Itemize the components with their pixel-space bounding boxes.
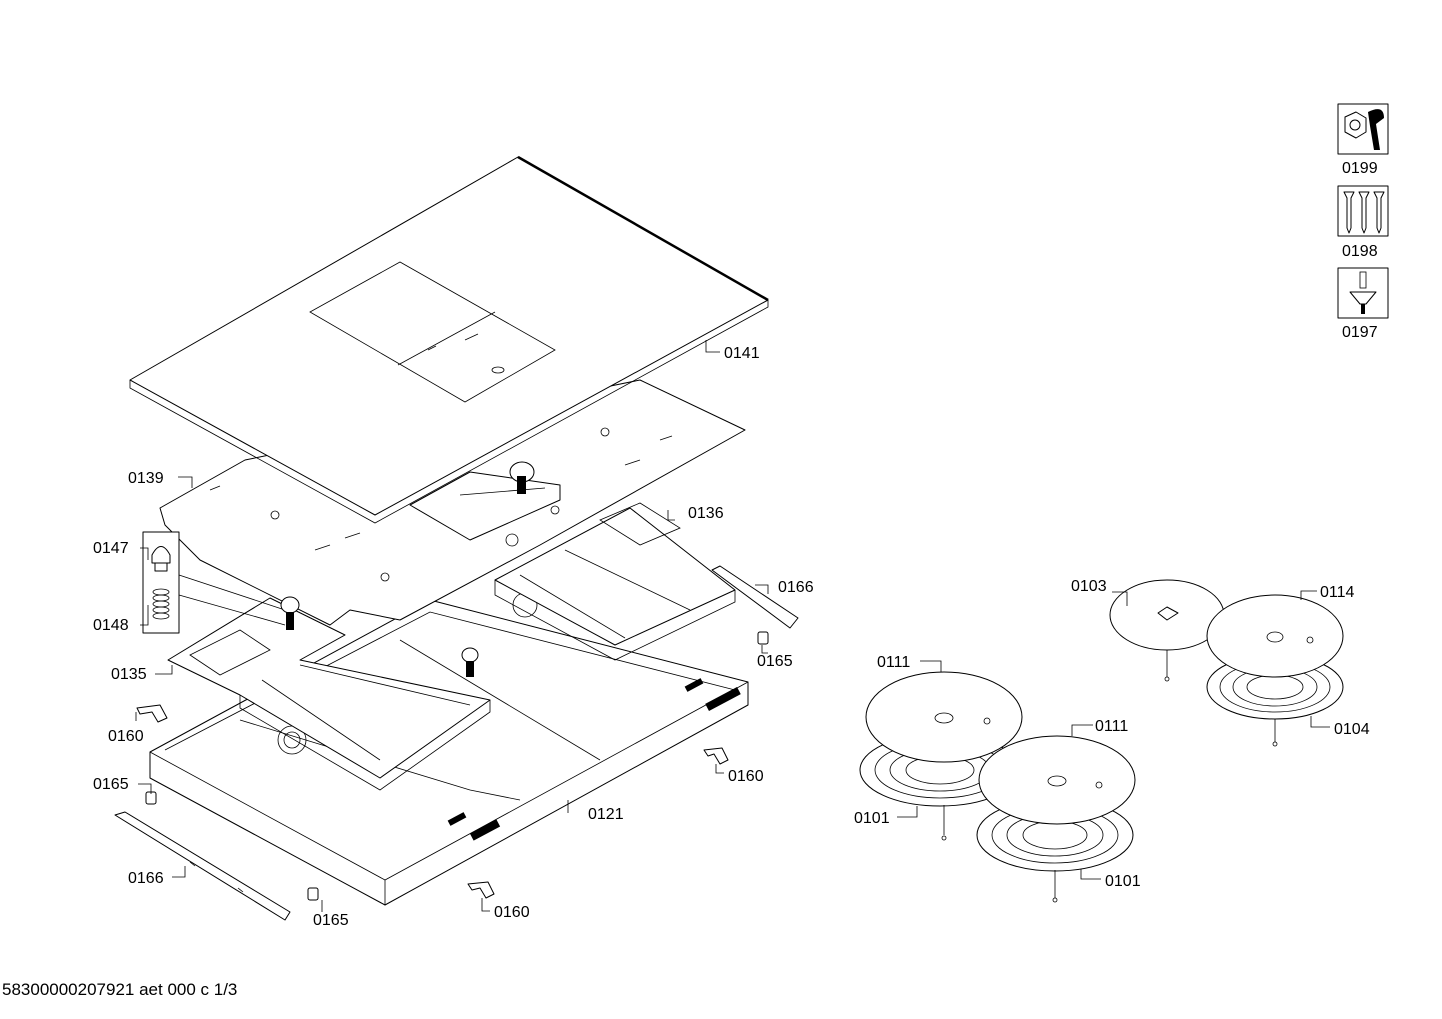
label-0135: 0135 [111, 666, 147, 683]
label-0101-right: 0101 [1105, 873, 1141, 890]
label-0139: 0139 [128, 470, 164, 487]
label-0160-right: 0160 [728, 768, 764, 785]
label-0141: 0141 [724, 345, 760, 362]
spring [152, 588, 170, 620]
glass-ceramic-top [129, 155, 769, 524]
label-0165-left: 0165 [93, 776, 129, 793]
label-0166-right: 0166 [778, 579, 814, 596]
small-clips [136, 631, 769, 901]
power-module-left [167, 597, 491, 791]
label-0160-bottom: 0160 [494, 904, 530, 921]
label-0198: 0198 [1342, 243, 1378, 260]
label-0121: 0121 [588, 806, 624, 823]
document-footer-code: 58300000207921 aet 000 c 1/3 [2, 980, 238, 999]
nut-wrench-icon [1344, 109, 1384, 150]
cover-plate-0114 [1206, 594, 1344, 678]
screws-icon [1343, 191, 1385, 234]
vent-slots [447, 678, 741, 841]
label-0165-right: 0165 [757, 653, 793, 670]
side-rail-left [114, 811, 291, 921]
label-0114: 0114 [1320, 584, 1355, 601]
screwdriver-icon [1349, 271, 1377, 314]
side-rail-right [711, 565, 799, 629]
power-module-right [494, 502, 736, 661]
label-0166-left: 0166 [128, 870, 164, 887]
leader-lines [135, 340, 1330, 912]
accessory-0199: 0199 [1337, 103, 1389, 177]
accessory-0198: 0198 [1337, 185, 1389, 260]
label-0136: 0136 [688, 505, 724, 522]
fan-unit [409, 461, 561, 541]
label-0111-left: 0111 [877, 654, 910, 671]
label-0103: 0103 [1071, 578, 1107, 595]
cover-plate-0111-b [978, 735, 1136, 825]
cover-plate-0111-a [865, 671, 1023, 763]
label-0104: 0104 [1334, 721, 1370, 738]
label-0101-left: 0101 [854, 810, 890, 827]
accessory-0197: 0197 [1337, 267, 1389, 341]
part-labels: 0141 0139 0136 0147 0148 0135 0166 0165 … [93, 345, 1370, 929]
label-0147: 0147 [93, 540, 129, 557]
label-0199: 0199 [1342, 160, 1378, 177]
label-0165-bottom: 0165 [313, 912, 349, 929]
label-0148: 0148 [93, 617, 129, 634]
label-0111-right: 0111 [1095, 718, 1128, 735]
spring-holder-group [142, 531, 479, 677]
label-0197: 0197 [1342, 324, 1378, 341]
label-0160-left: 0160 [108, 728, 144, 745]
